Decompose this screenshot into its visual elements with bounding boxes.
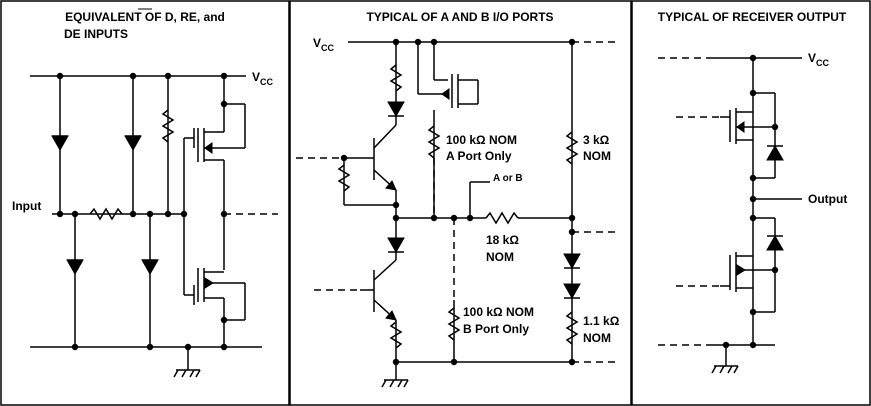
- panel1-circuit: [30, 72, 278, 378]
- panel1-vcc-label: VCC: [252, 70, 274, 87]
- r3k-nom-label: NOM: [583, 149, 611, 163]
- r100k-b-port-label: B Port Only: [463, 322, 529, 336]
- panel2-vcc-label: VCC: [313, 36, 335, 53]
- output-label: Output: [808, 192, 847, 206]
- panel1-title: EQUIVALENT OF D, RE, and: [65, 10, 225, 24]
- panel3-title: TYPICAL OF RECEIVER OUTPUT: [658, 10, 847, 24]
- r11k-label: 1.1 kΩ: [583, 314, 620, 328]
- r3k-label: 3 kΩ: [583, 133, 610, 147]
- r100k-a-port-label: A Port Only: [446, 149, 512, 163]
- panel1-title-line2: DE INPUTS: [64, 27, 128, 41]
- r100k-b-label: 100 kΩ NOM: [463, 305, 534, 319]
- panel3-circuit: [658, 54, 802, 374]
- panel-receiver-output-frame: [631, 0, 871, 406]
- panel3-vcc-label: VCC: [808, 51, 830, 68]
- r18k-label: 18 kΩ: [486, 233, 519, 247]
- a-or-b-label: A or B: [493, 173, 523, 184]
- panel2-circuit: [296, 38, 618, 388]
- r11k-nom-label: NOM: [583, 331, 611, 345]
- r18k-nom-label: NOM: [486, 250, 514, 264]
- r100k-a-label: 100 kΩ NOM: [446, 133, 517, 147]
- input-label: Input: [12, 199, 41, 213]
- panel-io-ports-frame: [289, 0, 632, 406]
- panel-inputs-frame: [0, 0, 290, 406]
- panel2-title: TYPICAL OF A AND B I/O PORTS: [366, 10, 553, 24]
